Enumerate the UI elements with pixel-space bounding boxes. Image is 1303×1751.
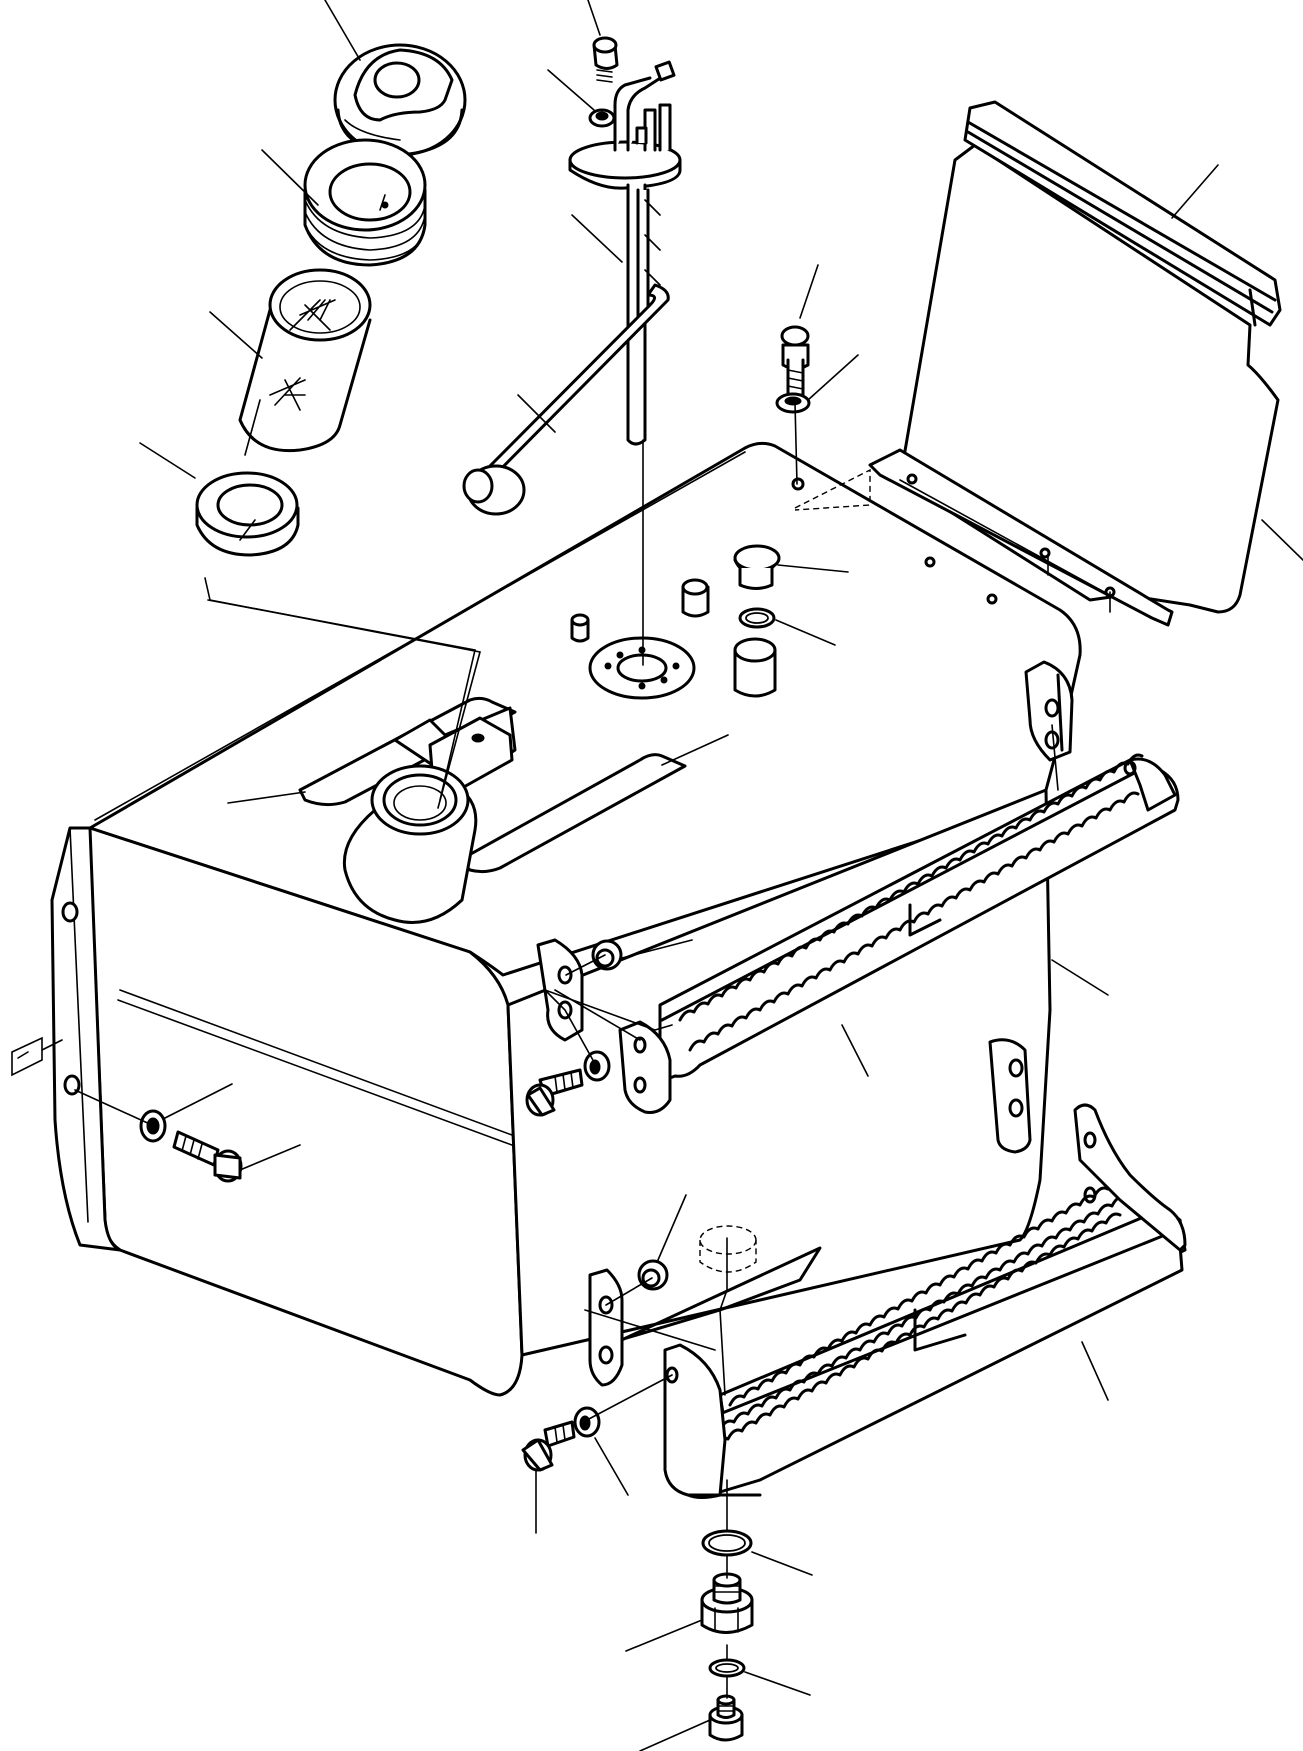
- drain-fitting: [700, 1572, 754, 1634]
- strainer-basket: [238, 268, 372, 453]
- leader-tank-mount: [41, 1039, 63, 1051]
- leader-sender-screw: [587, 0, 601, 36]
- leader-fuel-level-sender: [571, 214, 623, 263]
- leader-bracket-spacer: [621, 939, 693, 959]
- side-bolt: [172, 1130, 243, 1183]
- leader-sender-float: [517, 394, 556, 433]
- sender-washer: [588, 108, 616, 128]
- leader-drain-o-ring: [751, 1551, 813, 1576]
- leader-heat-shield: [1261, 519, 1303, 561]
- leader-filler-seal-ring: [139, 442, 196, 479]
- leader-sender-washer: [547, 69, 595, 111]
- leader-drain-plug: [639, 1719, 711, 1751]
- drain-o-ring: [701, 1529, 753, 1557]
- lower-bolt: [521, 1420, 576, 1472]
- leader-lower-spacer: [657, 1194, 687, 1261]
- bracket-washer: [583, 1050, 611, 1082]
- leader-shield-edge-strip: [1171, 164, 1219, 219]
- drain-plug: [708, 1694, 744, 1742]
- leader-tank-right: [1051, 959, 1109, 996]
- lower-washer: [573, 1406, 601, 1438]
- side-washer: [139, 1109, 167, 1143]
- leader-side-bolt: [239, 1144, 301, 1171]
- filler-neck-ring: [303, 138, 427, 267]
- upper-step: [618, 753, 1180, 1114]
- breather-plug: [733, 544, 781, 590]
- drain-seal: [708, 1658, 746, 1678]
- leader-strainer-basket: [209, 311, 263, 359]
- shield-edge-strip: [963, 100, 1282, 327]
- heat-shield: [868, 143, 1280, 627]
- filler-seal-ring: [195, 471, 300, 557]
- fuel-level-sender: [480, 60, 682, 482]
- breather-o-ring: [738, 607, 776, 629]
- leader-shield-bolt: [799, 264, 819, 319]
- sender-screw: [592, 36, 619, 83]
- lower-spacer: [637, 1259, 669, 1291]
- leader-filler-cap: [324, 0, 361, 61]
- leader-breather-plug: [777, 564, 849, 573]
- leader-drain-fitting: [625, 1619, 703, 1652]
- bracket-bolt: [525, 1068, 584, 1117]
- leader-breather-o-ring: [775, 619, 836, 646]
- leader-side-washer: [164, 1083, 233, 1119]
- assembly-guide-lines: [74, 194, 1059, 1699]
- leader-lines: [41, 0, 1303, 1751]
- leader-lower-step: [1081, 1341, 1109, 1401]
- leader-shield-washer: [807, 354, 859, 401]
- leader-tank-decal: [227, 791, 306, 804]
- shield-washer: [775, 392, 811, 414]
- leader-filler-neck-ring: [261, 149, 319, 206]
- leader-lower-washer: [594, 1437, 629, 1496]
- lower-step: [663, 1103, 1187, 1499]
- sender-float: [462, 464, 526, 516]
- shield-bolt: [780, 325, 810, 397]
- bracket-spacer: [591, 939, 623, 971]
- leader-drain-seal: [744, 1671, 811, 1696]
- filler-cap: [333, 43, 467, 157]
- leader-upper-step: [841, 1024, 869, 1077]
- tank-decal: [298, 696, 517, 807]
- leader-tank-label: [661, 734, 729, 766]
